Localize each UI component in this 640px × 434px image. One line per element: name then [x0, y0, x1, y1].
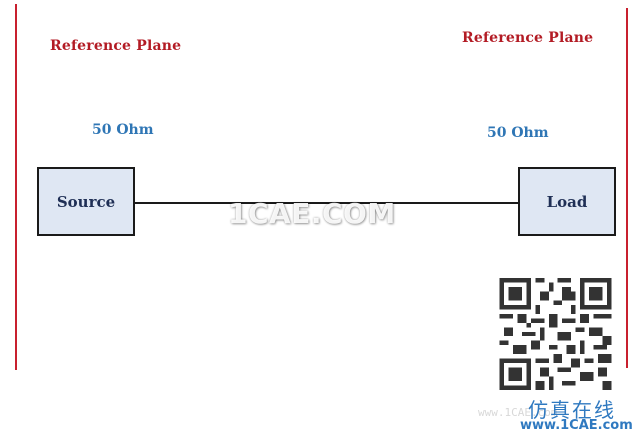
watermark-text: 1CAE.COM — [228, 197, 396, 230]
load-label: Load — [546, 192, 588, 211]
load-box: Load — [518, 167, 616, 236]
transmission-line — [135, 202, 518, 204]
reference-plane-right-line — [626, 8, 628, 368]
source-box: Source — [37, 167, 135, 236]
footer-chinese-text: 仿真在线 — [528, 398, 616, 422]
footer-faint-url: www.1CAE.com — [478, 406, 558, 419]
load-impedance-label: 50 Ohm — [487, 125, 549, 141]
reference-plane-right-label: Reference Plane — [462, 30, 594, 46]
source-impedance-label: 50 Ohm — [92, 122, 154, 138]
footer-url: www.1CAE.com — [520, 418, 633, 433]
source-label: Source — [56, 192, 116, 211]
reference-plane-left-line — [15, 4, 17, 370]
reference-plane-left-label: Reference Plane — [50, 38, 182, 54]
qr-code — [499, 278, 612, 390]
